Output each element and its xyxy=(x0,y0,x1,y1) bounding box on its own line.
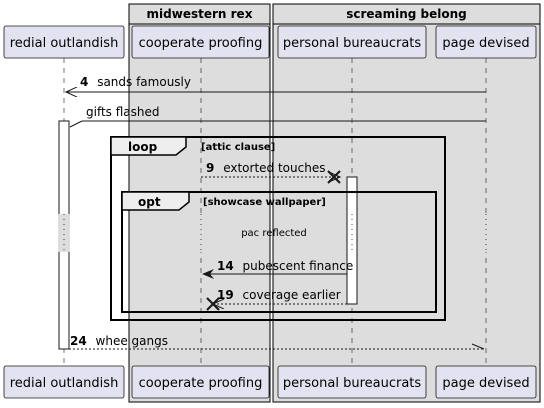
group-screaming-belong: screaming belong xyxy=(272,3,541,403)
message-label: gifts flashed xyxy=(86,105,160,119)
participant-page-devised-top[interactable]: page devised xyxy=(435,25,537,59)
participant-label: page devised xyxy=(442,376,529,391)
participant-redial-outlandish-bottom[interactable]: redial outlandish xyxy=(3,365,125,399)
message-label: pubescent finance xyxy=(243,259,354,273)
participant-cooperate-proofing-top[interactable]: cooperate proofing xyxy=(131,25,270,59)
participant-label: page devised xyxy=(442,36,529,51)
participant-label: personal bureaucrats xyxy=(283,36,422,51)
loop-label: loop xyxy=(128,140,158,154)
participant-personal-bureaucrats-bottom[interactable]: personal bureaucrats xyxy=(277,365,427,399)
message-label: sands famously xyxy=(97,75,191,89)
participant-redial-outlandish-top[interactable]: redial outlandish xyxy=(3,25,125,59)
participant-cooperate-proofing-bottom[interactable]: cooperate proofing xyxy=(131,365,270,399)
message-arrow: 4 sands famously xyxy=(66,75,486,92)
opt-guard: [showcase wallpaper] xyxy=(203,197,326,208)
message-label: extorted touches xyxy=(223,161,325,175)
participant-page-devised-bottom[interactable]: page devised xyxy=(435,365,537,399)
message-arrow: gifts flashed xyxy=(69,105,486,128)
svg-text:24 whee gangs: 24 whee gangs xyxy=(70,334,168,348)
participant-personal-bureaucrats-top[interactable]: personal bureaucrats xyxy=(277,25,427,59)
message-number: 9 xyxy=(206,161,214,175)
delay-divider: pac reflected xyxy=(58,214,488,252)
svg-text:19 coverage earlier: 19 coverage earlier xyxy=(217,288,341,302)
message-label: whee gangs xyxy=(96,334,168,348)
destroy-icon xyxy=(206,297,220,311)
svg-text:14 pubescent finance: 14 pubescent finance xyxy=(217,259,353,273)
message-number: 19 xyxy=(217,288,234,302)
message-arrow: 19 coverage earlier xyxy=(206,288,347,311)
loop-guard: [attic clause] xyxy=(201,142,275,153)
opt-fragment: opt [showcase wallpaper] xyxy=(121,191,437,313)
delay-text: pac reflected xyxy=(241,228,307,239)
loop-fragment: loop [attic clause] xyxy=(110,136,446,321)
message-number: 14 xyxy=(217,259,234,273)
participant-label: cooperate proofing xyxy=(139,376,263,391)
participant-label: redial outlandish xyxy=(10,376,119,391)
message-arrow: 9 extorted touches xyxy=(201,161,341,184)
message-number: 24 xyxy=(70,334,87,348)
message-arrow: 14 pubescent finance xyxy=(202,259,353,279)
participant-label: personal bureaucrats xyxy=(283,376,422,391)
svg-text:4 sands famously: 4 sands famously xyxy=(80,75,191,89)
group-title: screaming belong xyxy=(346,7,467,21)
opt-label: opt xyxy=(138,195,161,209)
message-arrow: 24 whee gangs xyxy=(69,334,485,350)
destroy-icon xyxy=(327,170,341,184)
group-title: midwestern rex xyxy=(147,7,253,21)
message-number: 4 xyxy=(80,75,88,89)
svg-text:9 extorted touches: 9 extorted touches xyxy=(206,161,325,175)
message-label: coverage earlier xyxy=(243,288,341,302)
participant-label: cooperate proofing xyxy=(139,36,263,51)
participant-label: redial outlandish xyxy=(10,36,119,51)
